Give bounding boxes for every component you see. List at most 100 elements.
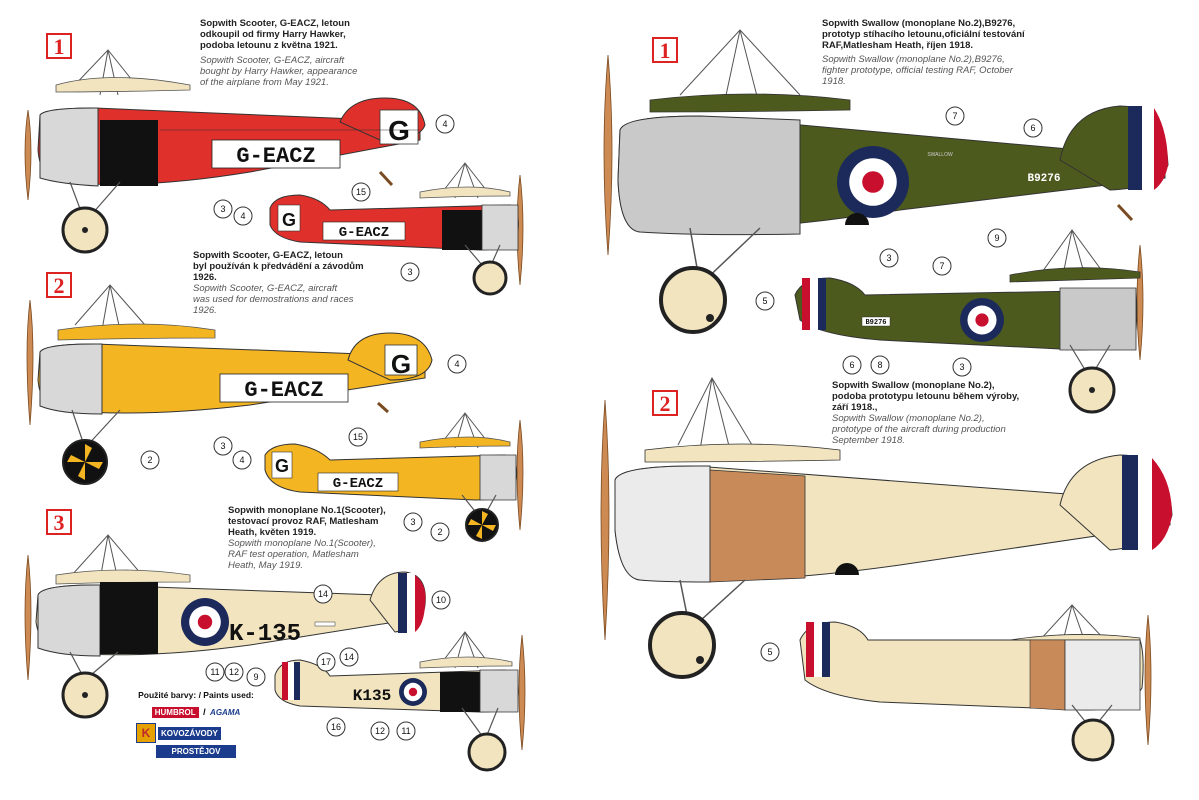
callout: 6: [849, 360, 854, 370]
caption-en: Sopwith Swallow (monoplane No.2),B9276,: [822, 54, 1005, 65]
caption-en: Sopwith Swallow (monoplane No.2),: [832, 413, 985, 424]
paint-brands: HUMBROL / AGAMA: [136, 702, 256, 720]
callout: 6: [1030, 123, 1035, 133]
aircraft-right-1-small: [794, 229, 1144, 414]
caption-cz: podoba prototypu letounu během výroby,: [832, 391, 1020, 402]
caption-en: RAF test operation, Matlesham: [228, 549, 359, 560]
callout: 4: [239, 455, 244, 465]
callout: 3: [886, 253, 891, 263]
callout: 2: [437, 527, 442, 537]
caption-en: Sopwith Scooter, G-EACZ, aircraft: [193, 283, 338, 294]
serial-mark: B9276: [1027, 173, 1060, 185]
aircraft-right-1-large: [603, 29, 1169, 334]
scheme-number: 2: [652, 390, 678, 416]
callout: 4: [442, 119, 447, 129]
serial-mark-small: B9276: [865, 319, 886, 327]
callout: 16: [331, 722, 341, 732]
caption-left-1: Sopwith Scooter, G-EACZ, letoun odkoupil…: [200, 18, 400, 88]
scheme-number: 3: [46, 509, 72, 535]
aircraft-right-2-large: [600, 376, 1173, 679]
caption-left-3: Sopwith monoplane No.1(Scooter), testova…: [228, 505, 428, 571]
callout: 3: [410, 517, 415, 527]
aircraft-scheme-3-small: [274, 631, 526, 772]
callout: 10: [436, 595, 446, 605]
humbrol-logo: HUMBROL: [151, 707, 199, 718]
callout: 12: [375, 726, 385, 736]
callout: 9: [994, 233, 999, 243]
callout: 14: [318, 589, 328, 599]
kovozavody-logo: K KOVOZÁVODY: [136, 723, 256, 743]
callout: 3: [959, 362, 964, 372]
k-logo-icon: K: [136, 723, 156, 743]
caption-en: September 1918.: [832, 435, 905, 446]
caption-cz: podoba letounu z května 1921.: [200, 40, 338, 51]
caption-cz: RAF,Matlesham Heath, říjen 1918.: [822, 40, 973, 51]
caption-en: prototype of the aircraft during product…: [832, 424, 1006, 435]
caption-en: 1926.: [193, 305, 217, 316]
caption-cz: testovací provoz RAF, Matlesham: [228, 516, 379, 527]
tail-letter: G: [388, 115, 410, 146]
aircraft-right-2-small: [799, 604, 1152, 762]
paints-used: Použité barvy: / Paints used: HUMBROL / …: [136, 690, 256, 758]
registration-mark-small: G-EACZ: [339, 225, 389, 241]
callout: 7: [952, 111, 957, 121]
caption-cz: Sopwith Swallow (monoplane No.2),B9276,: [822, 18, 1016, 29]
caption-cz: Sopwith monoplane No.1(Scooter),: [228, 505, 386, 516]
callout: 15: [356, 187, 366, 197]
caption-cz: prototyp stíhacího letounu,oficiální tes…: [822, 29, 1025, 40]
tail-letter: G: [391, 349, 411, 379]
callout: 7: [939, 261, 944, 271]
brand-separator: /: [203, 707, 206, 717]
serial-mark: K-135: [229, 621, 301, 648]
scheme-number: 1: [652, 37, 678, 63]
caption-right-2: Sopwith Swallow (monoplane No.2), podoba…: [832, 380, 1072, 446]
tail-letter-small: G: [282, 210, 296, 230]
caption-en: was used for demostrations and races: [193, 294, 354, 305]
serial-mark-small: K135: [353, 687, 391, 705]
callout: 15: [353, 432, 363, 442]
caption-left-2: Sopwith Scooter, G-EACZ, letoun byl použ…: [193, 250, 423, 316]
callout: 12: [229, 667, 239, 677]
caption-right-1: Sopwith Swallow (monoplane No.2),B9276, …: [822, 18, 1062, 87]
agama-logo: AGAMA: [210, 708, 241, 717]
caption-en: fighter prototype, official testing RAF,…: [822, 65, 1013, 76]
callout: 5: [767, 647, 772, 657]
caption-cz: Heath, květen 1919.: [228, 527, 317, 538]
caption-cz: 1926.: [193, 272, 217, 283]
caption-cz: odkoupil od firmy Harry Hawker,: [200, 29, 346, 40]
caption-en: Sopwith Scooter, G-EACZ, aircraft: [200, 55, 345, 66]
callout: 5: [762, 296, 767, 306]
callout: 4: [454, 359, 459, 369]
callout: 3: [407, 267, 412, 277]
caption-cz: Sopwith Scooter, G-EACZ, letoun: [200, 18, 350, 29]
registration-mark: G-EACZ: [236, 144, 315, 169]
caption-cz: Sopwith Scooter, G-EACZ, letoun: [193, 250, 343, 261]
callout: 3: [220, 441, 225, 451]
callout: 11: [401, 726, 410, 736]
maker-name: KOVOZÁVODY: [158, 726, 221, 740]
caption-en: Heath, May 1919.: [228, 560, 303, 571]
callout: 11: [210, 667, 219, 677]
scheme-number: 2: [46, 272, 72, 298]
scheme-number: 1: [46, 33, 72, 59]
caption-en: 1918.: [822, 76, 846, 87]
callout: 9: [253, 672, 258, 682]
callout: 14: [344, 652, 354, 662]
registration-mark: G-EACZ: [244, 378, 323, 403]
callout: 8: [877, 360, 882, 370]
caption-en: bought by Harry Hawker, appearance: [200, 66, 358, 77]
callout: 2: [147, 455, 152, 465]
fuselage-name: SWALLOW: [927, 152, 953, 158]
caption-cz: byl používán k předvádění a závodům: [193, 261, 364, 272]
callout: 4: [240, 211, 245, 221]
tail-letter-small: G: [275, 456, 289, 476]
caption-en: Sopwith monoplane No.1(Scooter),: [228, 538, 376, 549]
callout: 17: [321, 657, 331, 667]
callout: 3: [220, 204, 225, 214]
maker-city: PROSTĚJOV: [156, 745, 236, 758]
caption-en: of the airplane from May 1921.: [200, 77, 329, 88]
caption-cz: září 1918.,: [832, 402, 878, 413]
